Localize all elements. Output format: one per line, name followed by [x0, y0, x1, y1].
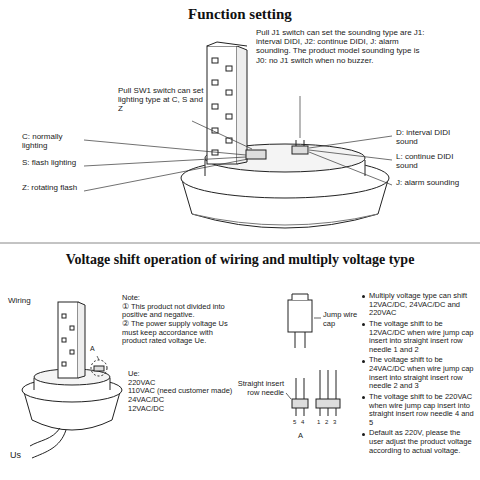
top-light	[181, 42, 389, 228]
section-title: Function setting	[0, 6, 480, 23]
voltage-item: 24VAC/DC	[128, 396, 248, 405]
ue-group: Ue:220VAC110VAC (need customer made)24VA…	[128, 370, 248, 413]
section-divider	[0, 243, 480, 244]
bullet-text: The voltage shift to be 24VAC/DC when wi…	[362, 356, 476, 391]
supply-label: Us	[10, 450, 30, 460]
bullet-text: The voltage shift to be 220VAC when wire…	[362, 393, 476, 428]
pin-number: 4	[301, 419, 308, 426]
sound-label: L: continue DIDI sound	[396, 152, 474, 170]
wiring-light	[22, 302, 122, 458]
pin-number: 2	[325, 419, 332, 426]
pin-number: 1	[317, 419, 324, 426]
part-label: Jump wire cap	[323, 311, 361, 328]
note-text: Note:	[122, 294, 236, 303]
voltage-item: 220VAC	[128, 379, 248, 388]
note-text: ① This product not divided into positive…	[122, 303, 236, 320]
part-label: Straight insert row needle	[232, 380, 284, 397]
note-text: ② The power supply voltage Us must keep …	[122, 320, 236, 346]
sound-label: J: alarm sounding	[396, 178, 474, 187]
note-group: Note:① This product not divided into pos…	[122, 294, 236, 346]
callout-letter: A	[298, 432, 310, 441]
voltage-item: Ue:	[128, 370, 248, 379]
leader-lines	[84, 96, 392, 191]
sound-label: D: interval DIDI sound	[396, 128, 474, 146]
switch-note: Pull J1 switch can set the sounding type…	[256, 28, 428, 65]
bullet-text: Default as 220V, please the user adjust …	[362, 429, 476, 455]
part-label: Wiring	[8, 296, 58, 305]
bullet-text: Multiply voltage type can shift 12VAC/DC…	[362, 292, 476, 318]
callout-letter: A	[90, 345, 102, 353]
mode-label: C: normally lighting	[22, 132, 82, 150]
pin-number: 5	[293, 419, 300, 426]
switch-note: Pull SW1 switch can set lighting type at…	[118, 86, 204, 114]
bullet-text: The voltage shift to be 12VAC/DC when wi…	[362, 320, 476, 355]
pin-number: 3	[333, 419, 340, 426]
voltage-item: 110VAC (need customer made)	[128, 387, 248, 396]
bul-group: Multiply voltage type can shift 12VAC/DC…	[362, 292, 476, 457]
voltage-item: 12VAC/DC	[128, 405, 248, 414]
section-title: Voltage shift operation of wiring and mu…	[0, 252, 480, 268]
mode-label: Z: rotating flash	[22, 183, 82, 192]
mode-label: S: flash lighting	[22, 158, 82, 167]
